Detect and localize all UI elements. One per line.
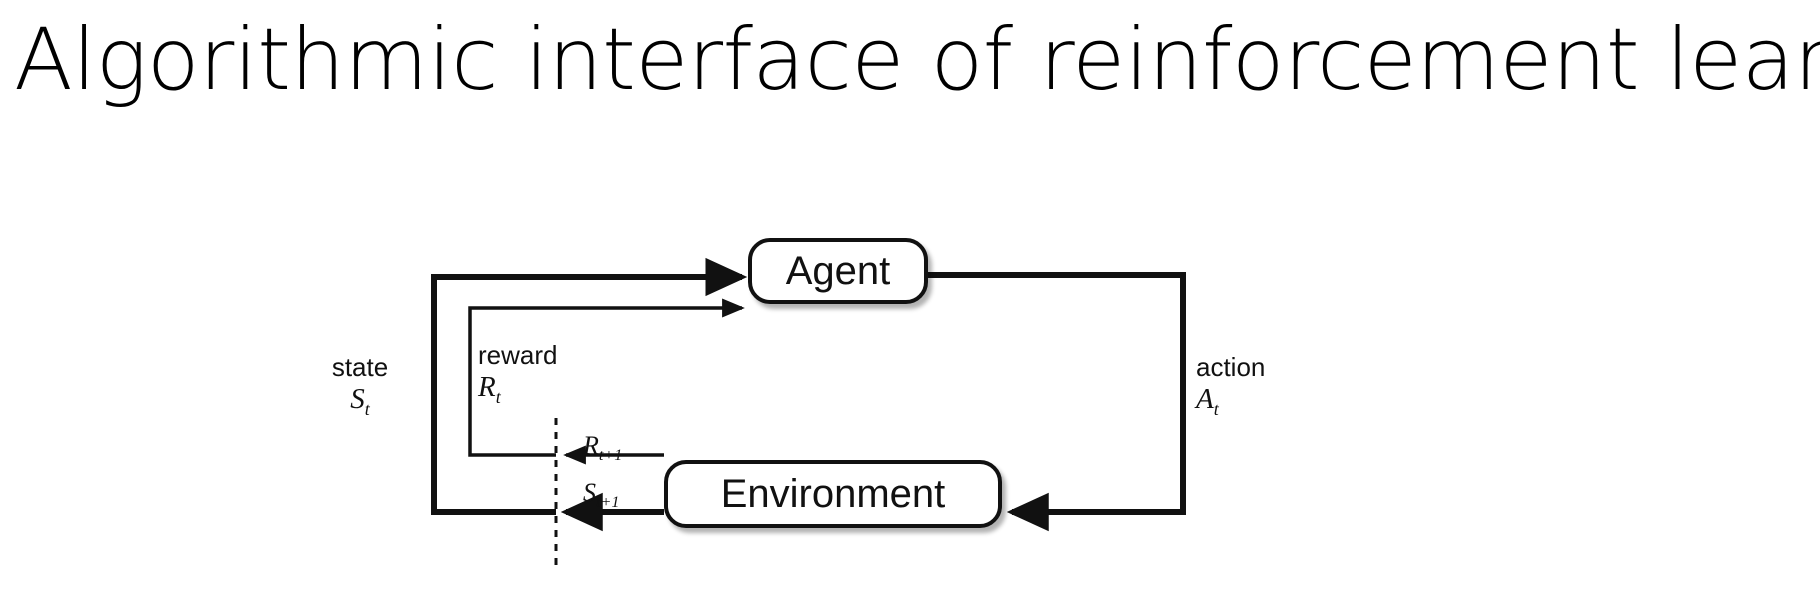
edge-label-state: state St [300,352,420,419]
node-environment-label: Environment [720,471,946,516]
edge-label-reward-symbol-base: R [478,371,496,403]
edge-action-to-environment [924,272,1186,532]
edge-label-state-symbol-subscript: t [364,398,370,419]
node-agent[interactable]: Agent [748,238,928,304]
edge-label-state-symbol: St [300,382,420,419]
edge-label-action: action At [1196,352,1356,419]
edge-label-state-next: St+1 [583,478,619,512]
node-agent-label: Agent [785,248,891,293]
edge-state-to-agent [431,257,748,515]
edge-label-action-symbol-base: A [1196,383,1214,415]
edge-label-reward-word: reward [478,340,558,370]
edge-label-state-next-subscript: t+1 [596,494,620,512]
edge-label-reward: reward Rt [478,340,638,407]
edge-label-action-word: action [1196,352,1266,382]
edge-label-reward-next-subscript: t+1 [598,447,623,465]
node-environment[interactable]: Environment [664,460,1002,528]
edge-label-action-symbol: At [1196,382,1356,419]
edge-label-state-symbol-base: S [350,383,365,415]
edge-label-reward-symbol-subscript: t [495,386,501,407]
edge-label-reward-next: Rt+1 [583,431,622,465]
page-title: Algorithmic interface of reinforcement l… [14,10,1820,110]
edge-label-reward-next-base: R [583,431,599,460]
edge-reward-to-agent [468,298,745,457]
edge-label-action-symbol-subscript: t [1213,398,1219,419]
edge-label-reward-symbol: Rt [478,370,638,407]
edge-label-state-next-base: S [583,478,596,507]
edge-label-state-word: state [331,352,389,382]
